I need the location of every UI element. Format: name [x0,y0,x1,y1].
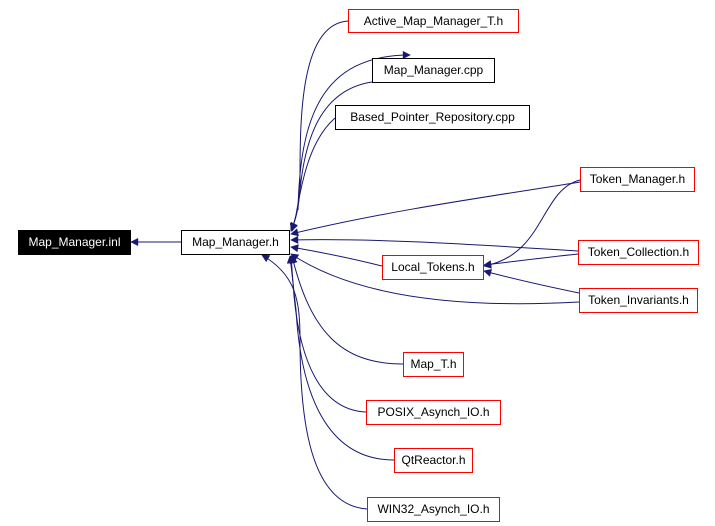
edge-bpr-to-mmh [289,117,336,232]
node-based-pointer-repository-cpp[interactable]: Based_Pointer_Repository.cpp [335,105,530,130]
node-local-tokens-h[interactable]: Local_Tokens.h [382,255,484,280]
edge-tm-to-mmh [290,181,581,237]
edge-mapt-to-mmh [289,255,404,365]
edge-tm-to-lt [483,179,581,269]
node-posix-asynch-io-h[interactable]: POSIX_Asynch_IO.h [366,400,501,425]
edge-ti-to-mmh [290,253,580,305]
edge-ti-to-lt [483,269,580,294]
edge-qt-to-mmh [286,255,395,461]
node-token-manager-h[interactable]: Token_Manager.h [580,167,695,192]
node-map-manager-cpp[interactable]: Map_Manager.cpp [372,58,495,83]
edge-win32-to-mmh [261,254,368,510]
edge-posix-to-mmh [287,255,367,413]
node-qtreactor-h[interactable]: QtReactor.h [394,448,473,473]
edge-mmh-to-mmcpp [297,51,411,211]
node-active-map-manager-t-h[interactable]: Active_Map_Manager_T.h [348,9,519,33]
edge-tc-to-mmh [290,235,579,252]
node-map-manager-inl[interactable]: Map_Manager.inl [18,230,131,255]
node-map-t-h[interactable]: Map_T.h [403,352,464,377]
edge-tc-to-lt [483,253,579,269]
node-win32-asynch-io-h[interactable]: WIN32_Asynch_IO.h [367,497,500,522]
node-token-invariants-h[interactable]: Token_Invariants.h [579,288,698,313]
node-token-collection-h[interactable]: Token_Collection.h [578,240,699,265]
node-map-manager-h[interactable]: Map_Manager.h [181,230,290,255]
edge-lt-to-mmh [290,244,383,267]
